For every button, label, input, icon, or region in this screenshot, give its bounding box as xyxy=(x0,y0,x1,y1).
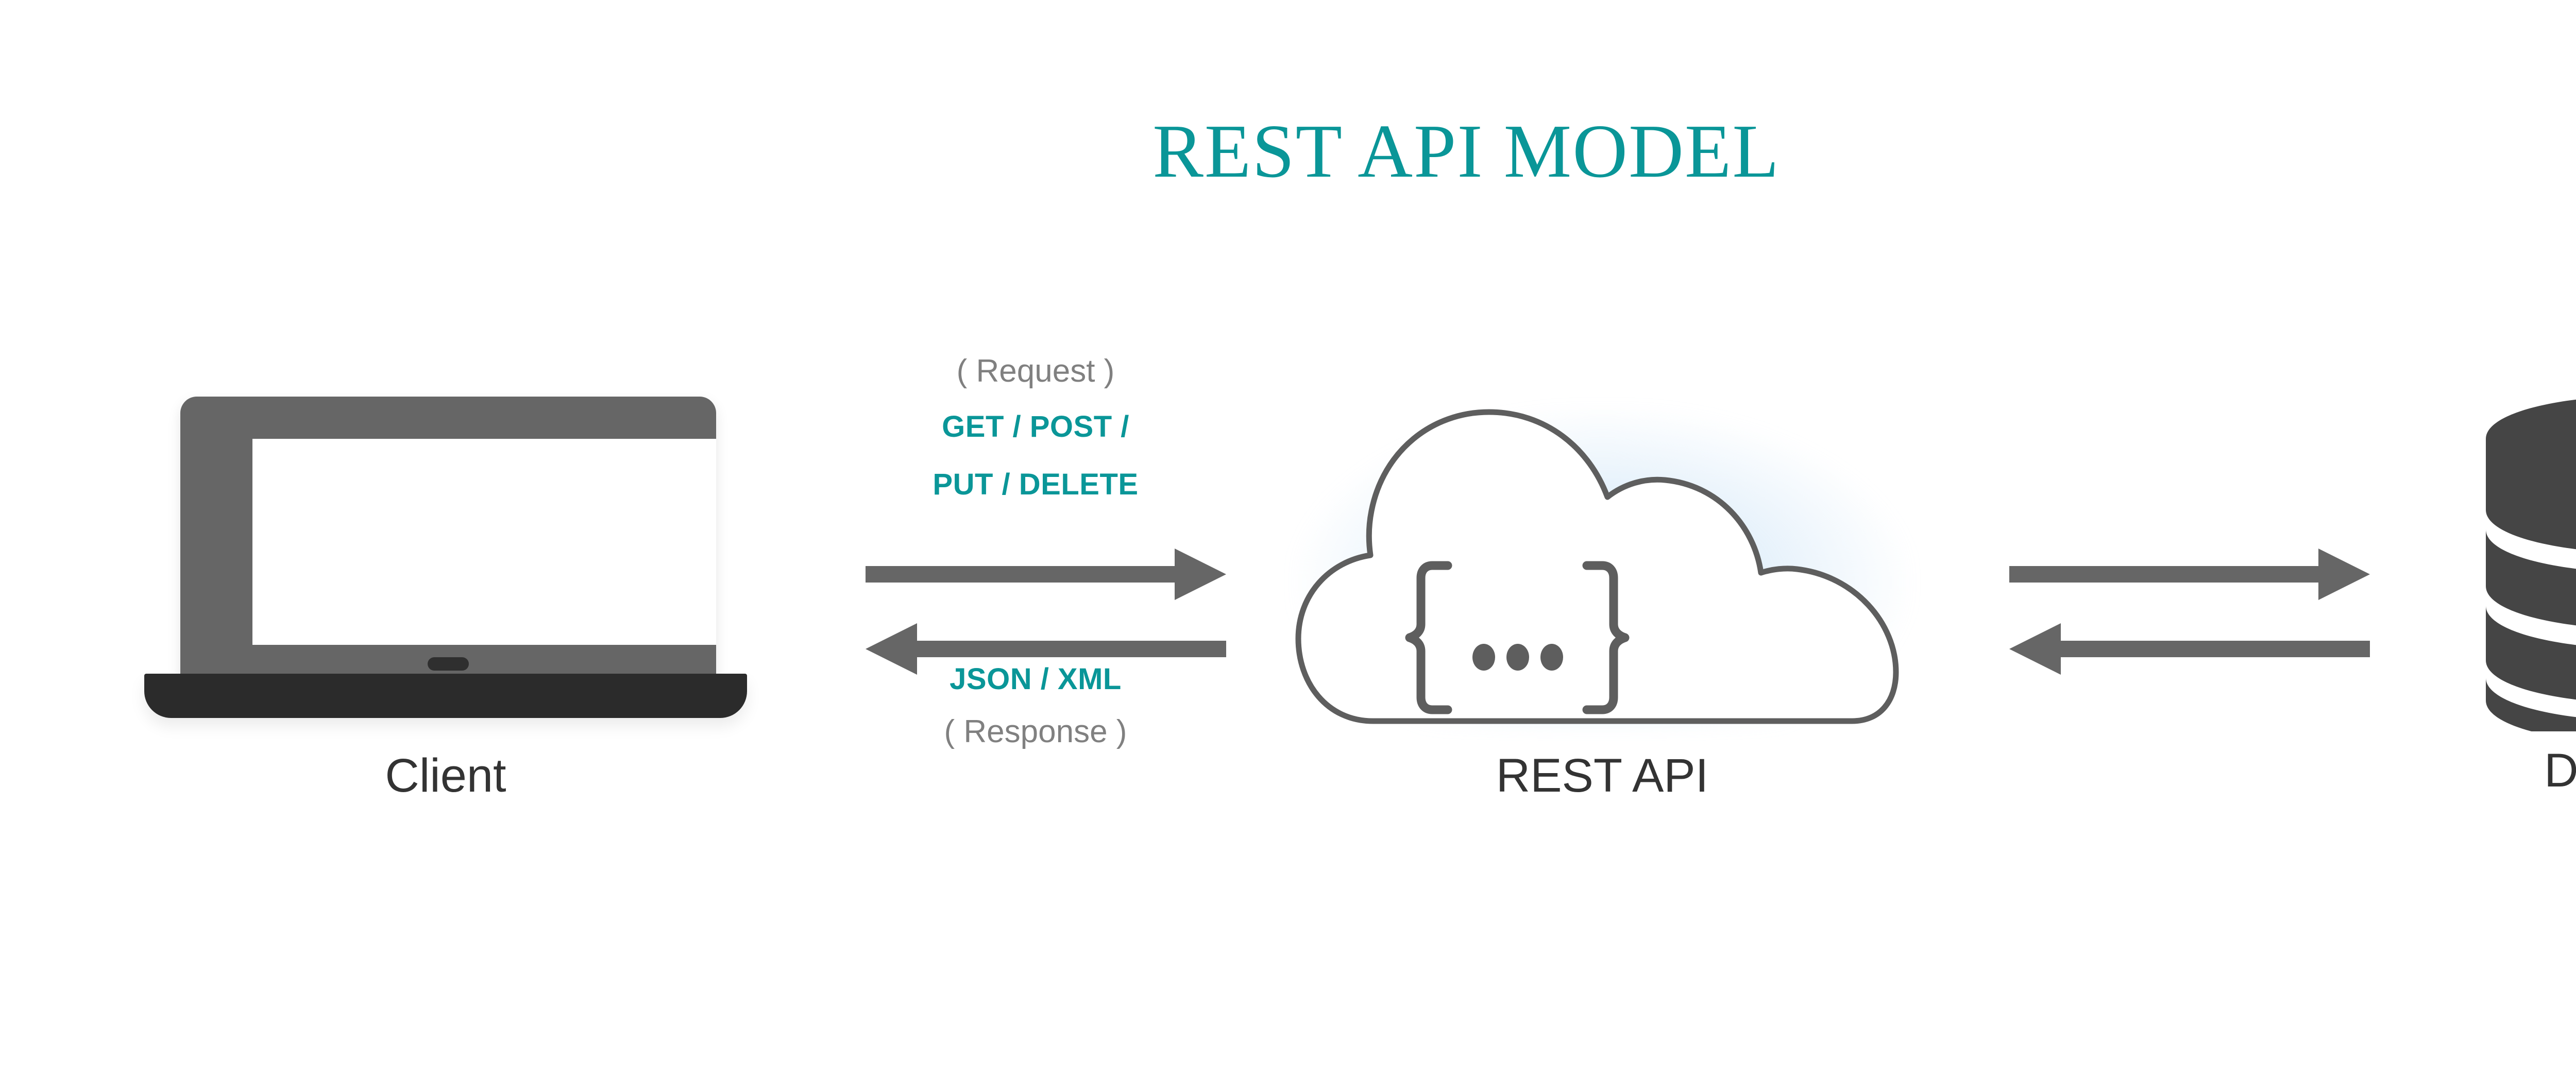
database-label: Database xyxy=(2544,744,2576,797)
api-to-database-arrow xyxy=(2009,543,2370,615)
response-paren-label: ( Response ) xyxy=(944,714,1127,749)
laptop-screen xyxy=(252,439,716,645)
page-title: REST API MODEL xyxy=(1153,109,1780,194)
cloud-icon xyxy=(1278,391,1927,742)
request-paren-label: ( Request ) xyxy=(956,353,1115,389)
laptop-base xyxy=(144,674,747,718)
client-node: Client xyxy=(144,391,747,799)
laptop-icon xyxy=(144,391,747,731)
laptop-lid xyxy=(180,397,716,685)
laptop-trackpad-notch xyxy=(428,657,469,671)
api-database-arrows xyxy=(2009,543,2370,698)
database-node: Database xyxy=(2468,391,2576,794)
api-to-client-arrow xyxy=(866,618,1226,690)
client-to-api-arrow xyxy=(866,543,1226,615)
client-api-arrows xyxy=(866,543,1226,698)
request-response-labels: ( Request ) GET / POST / PUT / DELETE JS… xyxy=(804,355,1267,809)
client-label: Client xyxy=(385,749,506,802)
database-to-api-arrow xyxy=(2009,618,2370,690)
rest-api-label: REST API xyxy=(1496,749,1709,802)
database-cylinder-icon xyxy=(2468,391,2576,740)
request-methods-line-1: GET / POST / xyxy=(942,410,1129,443)
rest-api-node: REST API xyxy=(1278,391,1927,799)
response-format-label: JSON / XML xyxy=(950,662,1122,696)
request-methods-line-2: PUT / DELETE xyxy=(933,468,1139,501)
